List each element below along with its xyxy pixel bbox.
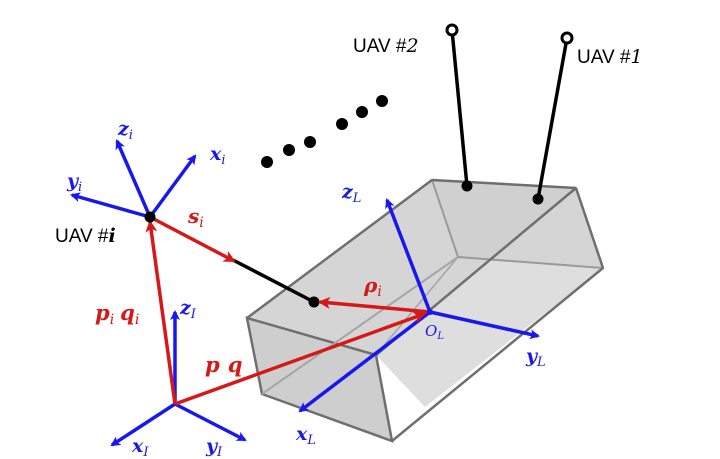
vectors	[145, 215, 431, 406]
box-hidden-edge-2	[375, 256, 459, 356]
cable-uav2	[450, 29, 469, 187]
box-edge-top-right	[431, 178, 577, 190]
cable-uavi	[232, 258, 315, 304]
vector-rho-i-label: ρi	[363, 273, 382, 300]
uav2-ring	[445, 23, 459, 37]
box-edge-top-left	[246, 178, 433, 320]
box-hidden-edge-1	[261, 256, 459, 395]
load-z-label: zL	[341, 181, 361, 206]
ellipsis-dot	[356, 106, 368, 118]
uav-i-y-label: yi	[66, 170, 82, 195]
cables	[232, 23, 574, 308]
uav-i-x-axis	[148, 154, 197, 219]
vector-s-i-label: si	[187, 204, 204, 231]
attach-point-uav2	[461, 180, 473, 192]
ellipsis-dot	[304, 136, 316, 148]
load-z-axis	[385, 198, 432, 313]
uav1-label: UAV #1	[577, 46, 643, 68]
load-origin-point	[427, 309, 433, 315]
attach-point-uav1	[532, 193, 544, 205]
uav-i-y-axis	[70, 192, 151, 219]
vector-rho-i	[318, 296, 431, 314]
load-x-label: xL	[295, 423, 316, 448]
box-edge-bottom-long	[391, 267, 604, 442]
uav-i-z-axis	[115, 139, 152, 218]
inertial-y-label: yI	[205, 435, 223, 459]
inertial-y-axis	[174, 402, 247, 442]
load-origin-label: OL	[425, 322, 444, 342]
uav2-label: UAV #2	[353, 35, 419, 57]
ellipsis-dots	[261, 95, 388, 168]
vector-p-i	[145, 220, 177, 405]
ellipsis-dot	[376, 95, 388, 107]
attach-point-uavi	[308, 296, 320, 308]
cable-uav1	[536, 37, 569, 200]
inertial-frame	[110, 310, 247, 447]
inertial-x-label: xI	[131, 435, 149, 459]
load-y-axis	[429, 310, 540, 340]
uav-i-x-label: xi	[209, 143, 226, 168]
uav-i-z-label: zi	[117, 118, 133, 143]
vector-s-i	[149, 215, 236, 263]
load-y-label: yL	[525, 345, 546, 370]
uav-i-frame	[70, 139, 197, 219]
box-edge-right-vertical	[574, 187, 605, 269]
vector-p	[174, 311, 426, 406]
inertial-x-axis	[110, 402, 176, 447]
uav1-ring	[560, 31, 574, 45]
load-frame	[298, 198, 540, 413]
ellipsis-dot	[283, 144, 295, 156]
ellipsis-dot	[336, 118, 348, 130]
load-x-axis	[298, 310, 432, 413]
inertial-z-label: zI	[179, 297, 197, 322]
ellipsis-dot	[261, 156, 273, 168]
uav-i-point	[144, 211, 156, 223]
uav-i-label: UAV #i	[55, 225, 116, 247]
